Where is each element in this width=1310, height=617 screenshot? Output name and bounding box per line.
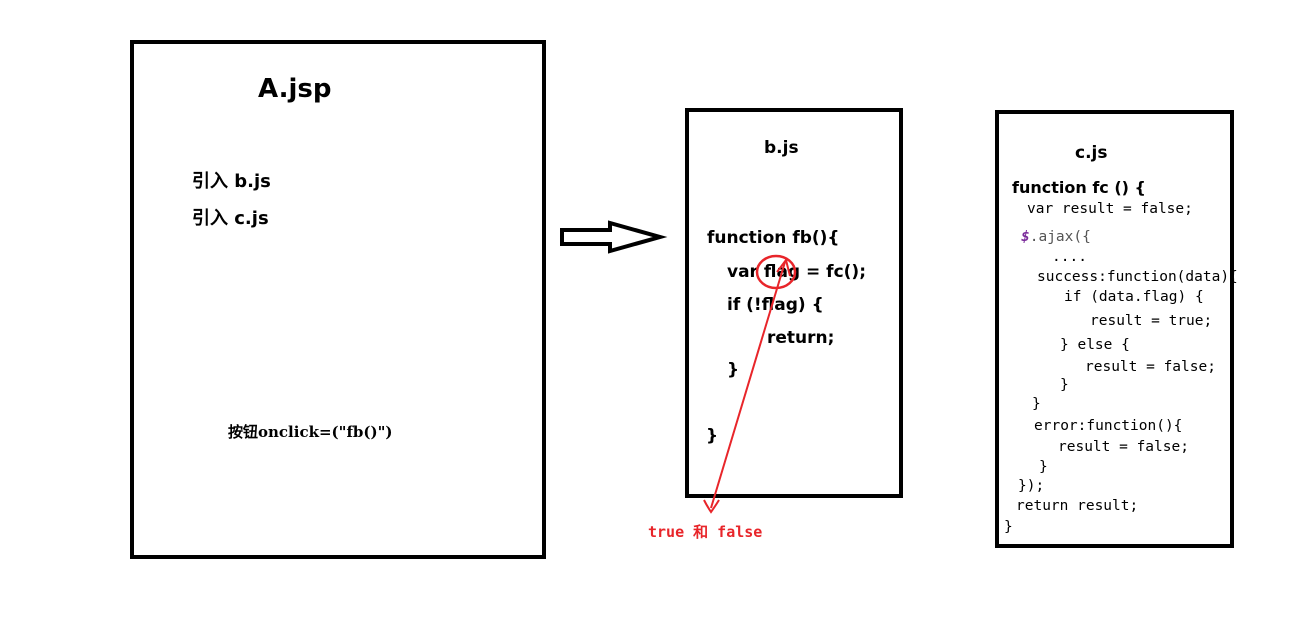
c-js-ajax-line: $.ajax({ (1021, 229, 1091, 245)
b-js-code-line: return; (767, 328, 835, 348)
c-js-code-line: } else { (1060, 337, 1130, 353)
c-js-code-line: result = false; (1085, 359, 1216, 375)
red-arrow-tail-icon (703, 499, 720, 514)
c-js-code-line: } (1060, 377, 1069, 393)
hollow-right-arrow-icon (560, 220, 668, 254)
c-js-code-line: } (1039, 459, 1048, 475)
c-js-code-line: success:function(data){ (1037, 269, 1238, 285)
c-js-code-line: if (data.flag) { (1064, 289, 1204, 305)
b-js-code-line: } (727, 360, 740, 380)
c-js-code-line: } (1004, 519, 1013, 535)
red-arrow-line (710, 261, 786, 509)
c-js-function-header: function fc () { (1012, 178, 1146, 197)
c-js-code-line: .... (1052, 249, 1087, 265)
c-js-code-line: }); (1018, 478, 1045, 494)
true-and-false-annotation: true 和 false (648, 523, 763, 541)
c-js-box (995, 110, 1234, 548)
c-js-code-line: result = true; (1090, 313, 1213, 329)
c-js-title: c.js (1075, 143, 1108, 163)
flag-highlight-circle (755, 254, 797, 290)
red-arrowhead-icon (776, 257, 791, 277)
include-b-js-label: 引入 b.js (192, 171, 271, 192)
a-jsp-box (130, 40, 546, 559)
a-jsp-title: A.jsp (258, 74, 332, 104)
b-js-box (685, 108, 903, 498)
c-js-code-line: result = false; (1058, 439, 1189, 455)
c-js-code-line: } (1032, 396, 1041, 412)
c-js-code-line: return result; (1016, 498, 1139, 514)
c-js-code-line: error:function(){ (1034, 418, 1183, 434)
include-c-js-label: 引入 c.js (192, 208, 269, 229)
b-js-code-line: function fb(){ (707, 228, 840, 248)
b-js-code-line: if (!flag) { (727, 295, 824, 315)
button-onclick-label: 按钮onclick=("fb()") (228, 423, 393, 441)
b-js-title: b.js (764, 138, 799, 158)
b-js-code-line: } (706, 426, 719, 446)
c-js-code-line: var result = false; (1027, 201, 1193, 217)
